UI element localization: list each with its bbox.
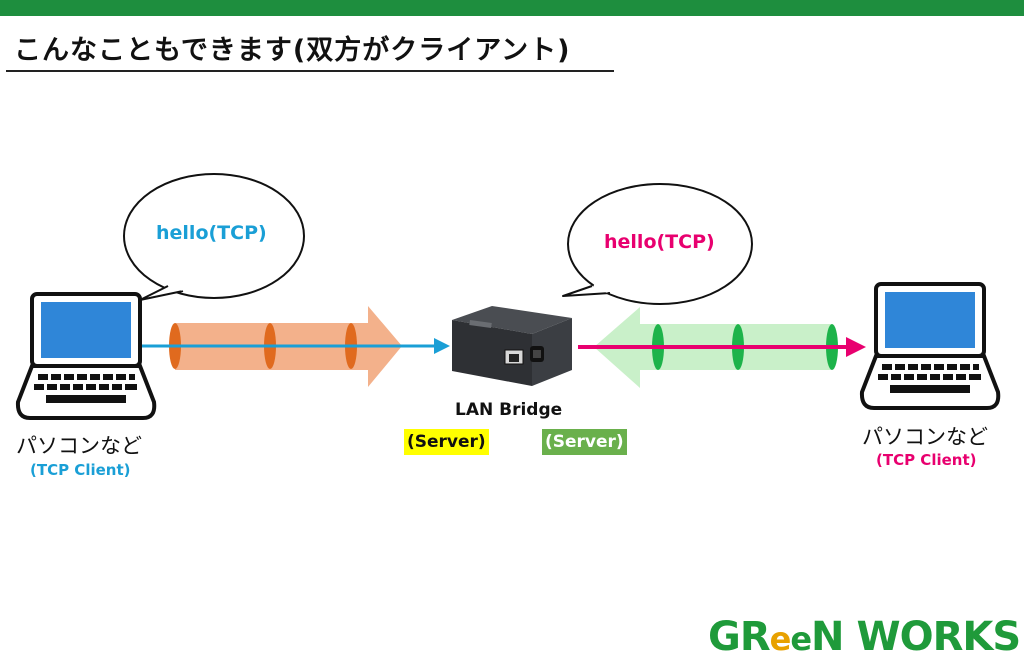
greenworks-logo: GReeN WORKS [708, 614, 1021, 660]
right-laptop-icon [859, 282, 1001, 410]
right-pc-role: (TCP Client) [876, 451, 977, 469]
lan-bridge-device-icon [452, 306, 572, 386]
server-tag-right: (Server) [542, 429, 627, 455]
right-pc-name: パソコンなど [862, 425, 988, 449]
left-pc-name: パソコンなど [16, 434, 142, 458]
right-bubble-text: hello(TCP) [604, 231, 715, 253]
logo-part-gr: GR [708, 614, 771, 660]
server-tag-left: (Server) [404, 429, 489, 455]
device-name: LAN Bridge [455, 400, 563, 420]
logo-part-e2: e [790, 620, 812, 658]
slide-title: こんなこともできます(双方がクライアント) [14, 35, 571, 66]
left-tcp-line [140, 338, 450, 354]
right-tcp-line [578, 337, 866, 357]
logo-part-nworks: N WORKS [811, 614, 1021, 660]
right-speech-bubble [562, 183, 753, 305]
title-underline [6, 70, 614, 72]
left-laptop-icon [15, 292, 157, 420]
top-accent-bar [0, 0, 1024, 16]
logo-part-e1: e [769, 620, 792, 658]
left-speech-bubble [123, 173, 305, 301]
left-pc-role: (TCP Client) [30, 461, 131, 479]
left-bubble-text: hello(TCP) [156, 222, 267, 244]
